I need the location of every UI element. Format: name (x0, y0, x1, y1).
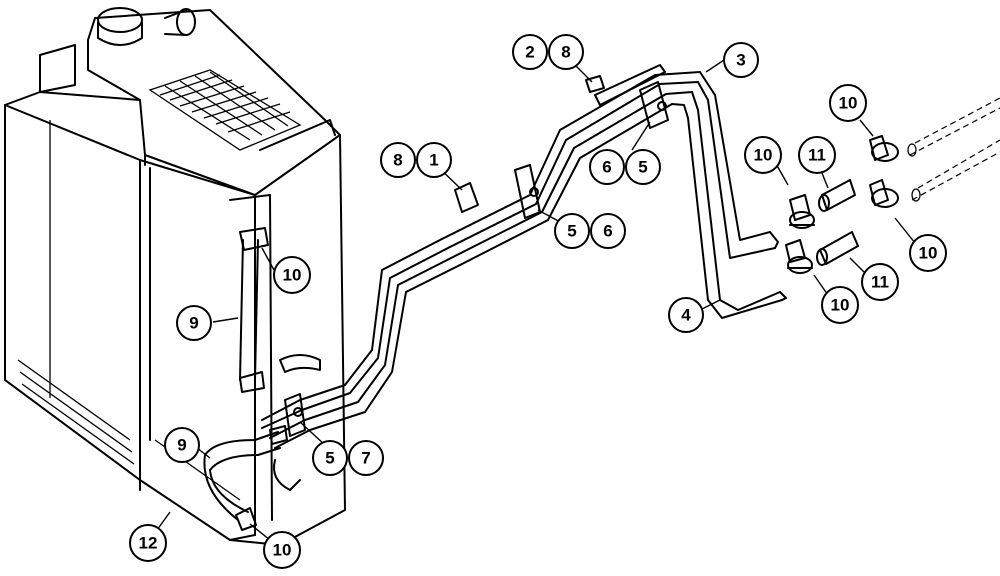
callout-10: 10 (829, 84, 867, 122)
svg-text:10: 10 (831, 296, 850, 315)
hose-lower (203, 431, 281, 531)
radiator-grill (148, 69, 302, 151)
radiator-assembly (4, 7, 346, 546)
clamp-top-right (585, 75, 669, 129)
svg-text:5: 5 (567, 222, 576, 241)
svg-text:6: 6 (603, 222, 612, 241)
svg-text:8: 8 (393, 151, 402, 170)
svg-text:10: 10 (839, 94, 858, 113)
leader-lines (156, 57, 916, 541)
callout-4: 4 (668, 297, 704, 333)
svg-text:6: 6 (602, 158, 611, 177)
hose-upper (239, 227, 269, 393)
svg-text:2: 2 (525, 43, 534, 62)
callout-10: 10 (909, 234, 947, 272)
svg-text:12: 12 (139, 534, 158, 553)
callout-10: 10 (273, 256, 311, 294)
svg-text:1: 1 (429, 151, 438, 170)
callout-8: 8 (548, 34, 584, 70)
callout-7: 7 (348, 440, 384, 476)
callout-11: 11 (798, 136, 836, 174)
tube-assembly (261, 64, 787, 449)
dashed-lines-to-connections (907, 97, 1000, 202)
svg-text:4: 4 (681, 306, 691, 325)
svg-text:5: 5 (638, 158, 647, 177)
callout-2: 2 (512, 34, 548, 70)
fitting-group (785, 135, 899, 274)
callout-11: 11 (861, 263, 899, 301)
svg-text:11: 11 (808, 146, 826, 165)
callout-6: 6 (590, 213, 626, 249)
callout-6: 6 (589, 149, 625, 185)
callout-10: 10 (821, 286, 859, 324)
svg-text:8: 8 (561, 43, 570, 62)
callout-9: 9 (164, 427, 200, 463)
svg-text:10: 10 (919, 244, 938, 263)
callout-1: 1 (416, 142, 452, 178)
svg-text:10: 10 (283, 266, 302, 285)
callout-5: 5 (312, 440, 348, 476)
svg-text:9: 9 (177, 436, 186, 455)
callout-9: 9 (176, 305, 212, 341)
svg-text:11: 11 (871, 273, 889, 292)
svg-text:10: 10 (754, 146, 773, 165)
clamp-upper (454, 164, 541, 219)
callout-5: 5 (625, 149, 661, 185)
svg-text:5: 5 (325, 449, 334, 468)
clamp-lower (269, 393, 306, 445)
svg-text:7: 7 (361, 449, 370, 468)
svg-text:3: 3 (736, 51, 745, 70)
svg-text:9: 9 (189, 314, 198, 333)
callout-8: 8 (380, 142, 416, 178)
svg-text:10: 10 (273, 541, 292, 560)
callout-5: 5 (554, 213, 590, 249)
callout-3: 3 (723, 42, 759, 78)
callout-10: 10 (263, 531, 301, 569)
callout-10: 10 (744, 136, 782, 174)
callout-12: 12 (129, 524, 167, 562)
